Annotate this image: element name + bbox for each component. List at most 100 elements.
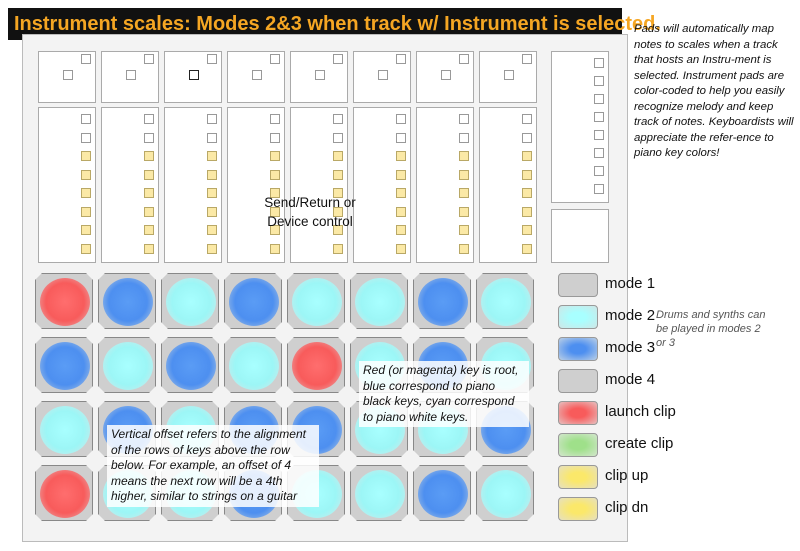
scene-button[interactable] [594,58,604,68]
control-button[interactable] [207,225,217,235]
grid-pad[interactable] [287,273,345,329]
track-button-small[interactable] [522,54,532,64]
grid-pad[interactable] [224,337,282,393]
control-button[interactable] [333,206,343,217]
control-button[interactable] [396,225,406,235]
grid-pad[interactable] [413,273,471,329]
control-button[interactable] [81,132,91,143]
track-button[interactable] [504,70,514,80]
track-button-small[interactable] [270,54,280,64]
scene-button[interactable] [594,166,604,176]
control-button[interactable] [522,243,532,254]
control-button[interactable] [270,225,280,235]
grid-pad[interactable] [35,337,93,393]
track-button[interactable] [252,70,262,80]
grid-pad[interactable] [476,465,534,521]
control-button[interactable] [270,151,280,161]
control-button[interactable] [81,188,91,198]
grid-pad[interactable] [350,273,408,329]
control-button[interactable] [81,225,91,235]
control-button[interactable] [333,169,343,180]
control-button[interactable] [144,188,154,198]
control-button[interactable] [270,132,280,143]
control-button[interactable] [270,206,280,217]
control-button[interactable] [459,169,469,180]
grid-pad[interactable] [98,337,156,393]
control-button[interactable] [207,114,217,124]
track-button-small[interactable] [144,54,154,64]
control-button[interactable] [333,151,343,161]
grid-pad[interactable] [476,273,534,329]
control-button[interactable] [333,114,343,124]
control-button[interactable] [396,243,406,254]
control-button[interactable] [81,151,91,161]
track-button-small[interactable] [459,54,469,64]
control-button[interactable] [144,206,154,217]
control-button[interactable] [81,114,91,124]
scene-button[interactable] [594,112,604,122]
control-button[interactable] [396,151,406,161]
control-button[interactable] [396,114,406,124]
control-button[interactable] [396,169,406,180]
control-button[interactable] [459,114,469,124]
control-button[interactable] [207,132,217,143]
control-button[interactable] [81,169,91,180]
grid-pad[interactable] [413,465,471,521]
track-button-small[interactable] [333,54,343,64]
control-button[interactable] [81,206,91,217]
grid-pad[interactable] [35,273,93,329]
control-button[interactable] [459,206,469,217]
track-button[interactable] [315,70,325,80]
control-button[interactable] [522,151,532,161]
scene-button[interactable] [594,94,604,104]
grid-pad[interactable] [98,273,156,329]
control-button[interactable] [459,225,469,235]
control-button[interactable] [459,243,469,254]
control-button[interactable] [81,243,91,254]
grid-pad[interactable] [350,465,408,521]
control-button[interactable] [207,206,217,217]
grid-pad[interactable] [161,337,219,393]
control-button[interactable] [522,188,532,198]
track-button-small[interactable] [207,54,217,64]
track-button[interactable] [441,70,451,80]
grid-pad[interactable] [224,273,282,329]
grid-pad[interactable] [161,273,219,329]
control-button[interactable] [396,132,406,143]
control-button[interactable] [144,151,154,161]
track-button[interactable] [378,70,388,80]
control-button[interactable] [144,132,154,143]
control-button[interactable] [270,114,280,124]
control-button[interactable] [207,243,217,254]
control-button[interactable] [522,206,532,217]
control-button[interactable] [333,132,343,143]
track-button[interactable] [189,70,199,80]
control-button[interactable] [522,169,532,180]
track-button[interactable] [63,70,73,80]
scene-button[interactable] [594,76,604,86]
control-button[interactable] [270,169,280,180]
control-button[interactable] [144,225,154,235]
control-button[interactable] [144,169,154,180]
track-button-small[interactable] [396,54,406,64]
scene-button[interactable] [594,184,604,194]
scene-button[interactable] [594,130,604,140]
track-button-small[interactable] [81,54,91,64]
control-button[interactable] [459,151,469,161]
scene-button[interactable] [594,148,604,158]
control-button[interactable] [144,243,154,254]
control-button[interactable] [333,188,343,198]
control-button[interactable] [459,132,469,143]
control-button[interactable] [207,151,217,161]
grid-pad[interactable] [35,401,93,457]
control-button[interactable] [459,188,469,198]
control-button[interactable] [207,188,217,198]
control-button[interactable] [522,132,532,143]
control-button[interactable] [396,206,406,217]
track-button[interactable] [126,70,136,80]
control-button[interactable] [144,114,154,124]
grid-pad[interactable] [35,465,93,521]
grid-pad[interactable] [287,337,345,393]
control-button[interactable] [522,114,532,124]
control-button[interactable] [333,225,343,235]
